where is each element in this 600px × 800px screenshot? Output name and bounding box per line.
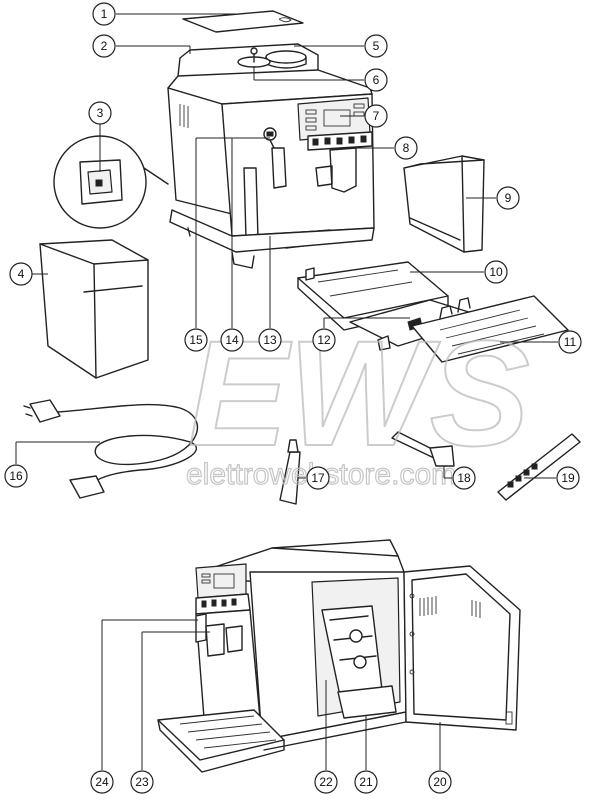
part-power-cord bbox=[23, 399, 199, 499]
svg-text:1: 1 bbox=[101, 7, 108, 21]
svg-text:6: 6 bbox=[373, 73, 380, 87]
svg-text:23: 23 bbox=[135, 775, 149, 789]
callout-16: 16 bbox=[4, 464, 28, 488]
callout-8: 8 bbox=[394, 136, 418, 160]
svg-text:11: 11 bbox=[564, 335, 577, 349]
callout-23: 23 bbox=[130, 770, 154, 794]
svg-text:5: 5 bbox=[373, 39, 380, 53]
part-water-tank bbox=[39, 239, 149, 379]
svg-text:7: 7 bbox=[373, 109, 380, 123]
part-grounds-container bbox=[403, 155, 485, 253]
part-test-strip bbox=[497, 433, 581, 501]
svg-text:12: 12 bbox=[317, 333, 331, 347]
callout-21: 21 bbox=[354, 770, 378, 794]
watermark-logo: EWS bbox=[188, 309, 530, 477]
part-drip-tray bbox=[297, 261, 449, 331]
svg-text:24: 24 bbox=[95, 775, 109, 789]
svg-text:18: 18 bbox=[457, 471, 471, 485]
callout-7: 7 bbox=[364, 104, 388, 128]
callout-4: 4 bbox=[9, 262, 33, 286]
callout-17: 17 bbox=[306, 466, 330, 490]
svg-text:17: 17 bbox=[311, 471, 325, 485]
svg-text:16: 16 bbox=[9, 469, 23, 483]
leader-lines bbox=[15, 13, 558, 770]
svg-text:19: 19 bbox=[561, 471, 575, 485]
svg-text:2: 2 bbox=[101, 39, 108, 53]
callout-13: 13 bbox=[258, 328, 282, 352]
watermark: EWS elettrowebstore.com bbox=[185, 308, 530, 492]
part-power-socket-detail bbox=[53, 135, 169, 229]
callout-12: 12 bbox=[312, 328, 336, 352]
svg-text:20: 20 bbox=[433, 775, 447, 789]
svg-text:8: 8 bbox=[403, 141, 410, 155]
svg-text:3: 3 bbox=[97, 106, 104, 120]
svg-text:13: 13 bbox=[263, 333, 277, 347]
machine-body-front bbox=[167, 43, 375, 269]
svg-text:21: 21 bbox=[359, 775, 373, 789]
callout-2: 2 bbox=[92, 34, 116, 58]
callout-15: 15 bbox=[184, 328, 208, 352]
callout-19: 19 bbox=[556, 466, 580, 490]
callout-10: 10 bbox=[484, 260, 508, 284]
part-drip-tray-grid bbox=[349, 295, 569, 363]
svg-text:22: 22 bbox=[319, 775, 333, 789]
svg-text:4: 4 bbox=[18, 267, 25, 281]
part-measuring-scoop bbox=[391, 431, 455, 467]
part-grease-tube bbox=[279, 439, 301, 505]
callout-18: 18 bbox=[452, 466, 476, 490]
callout-6: 6 bbox=[364, 68, 388, 92]
svg-text:9: 9 bbox=[505, 191, 512, 205]
callout-22: 22 bbox=[314, 770, 338, 794]
callout-20: 20 bbox=[428, 770, 452, 794]
callout-14: 14 bbox=[220, 328, 244, 352]
callout-1: 1 bbox=[92, 2, 116, 26]
svg-text:15: 15 bbox=[189, 333, 203, 347]
svg-text:14: 14 bbox=[225, 333, 239, 347]
callout-11: 11 bbox=[558, 330, 582, 354]
part-service-door bbox=[403, 565, 521, 731]
callout-9: 9 bbox=[496, 186, 520, 210]
callout-5: 5 bbox=[364, 34, 388, 58]
callout-24: 24 bbox=[90, 770, 114, 794]
svg-text:10: 10 bbox=[489, 265, 503, 279]
part-lid bbox=[182, 10, 304, 33]
machine-body-rear bbox=[157, 539, 407, 773]
callout-3: 3 bbox=[88, 101, 112, 125]
